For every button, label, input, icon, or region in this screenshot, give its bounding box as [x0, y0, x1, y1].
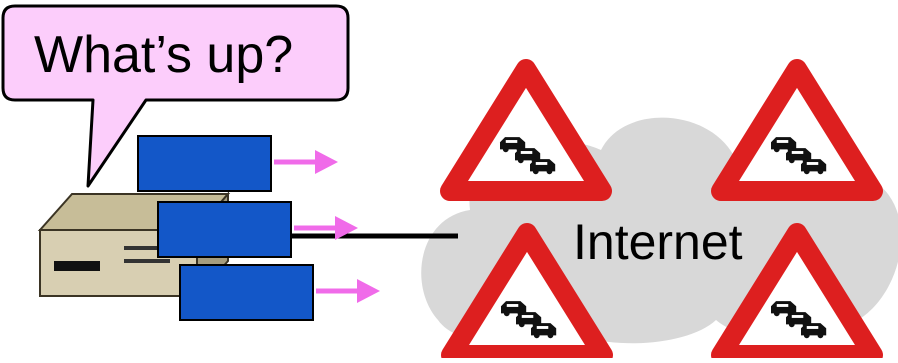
router-vent-line: [124, 259, 170, 263]
arrow-icon: [315, 150, 338, 174]
packet-item: [137, 135, 338, 192]
packet-icon: [179, 264, 314, 321]
packet-queue: [137, 135, 380, 321]
traffic-jam-warning-sign-icon: [711, 223, 883, 363]
router-vent-line: [124, 246, 170, 250]
packet-item: [179, 264, 380, 321]
speech-bubble: What’s up?: [1, 4, 350, 188]
internet-label: Internet: [573, 214, 743, 270]
packet-icon: [137, 135, 272, 192]
arrow-icon: [357, 279, 380, 303]
speech-bubble-text: What’s up?: [34, 26, 293, 84]
arrow-icon: [335, 216, 358, 240]
traffic-jam-warning-sign-icon: [711, 59, 883, 201]
packet-item: [157, 201, 358, 258]
speech-bubble-shape: [1, 4, 350, 188]
traffic-jam-warning-sign-icon: [441, 223, 613, 363]
traffic-jam-warning-sign-icon: [440, 59, 612, 201]
router-display-slot: [54, 261, 100, 271]
packet-icon: [157, 201, 292, 258]
